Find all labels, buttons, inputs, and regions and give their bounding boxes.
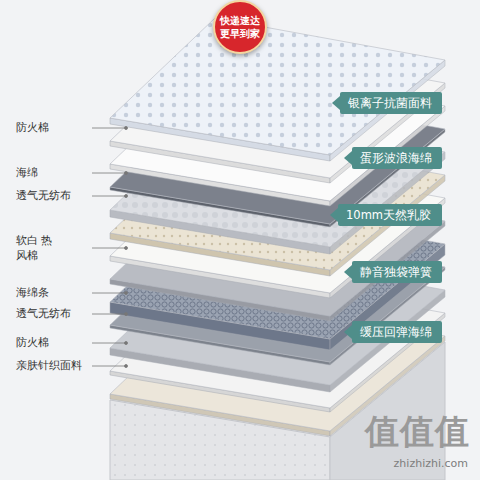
layer-callout: 10mm天然乳胶 [338,204,442,226]
leader-dot [125,247,128,250]
layer-callout: 蛋形波浪海绵 [352,147,442,169]
leader-dot [125,313,128,316]
label-text: zhizhizhi.com [394,457,468,470]
label-text: 海绵条 [16,286,49,298]
leader-dot [125,342,128,345]
label-text: 值值值 [365,411,470,451]
label-text: 透气无纺布 [16,189,71,201]
layer-callout: 静音独袋弹簧 [352,261,442,283]
leader-line [92,314,126,315]
node-text: 缓压回弹海绵 [360,325,432,339]
layer-callout: 缓压回弹海绵 [352,321,442,343]
layer-label: 防火棉 [14,120,51,135]
node-text: 静音独袋弹簧 [360,265,432,279]
node-text: 快递速达 更早到家 [215,14,265,40]
leader-dot [125,292,128,295]
leader-line [92,248,126,249]
leader-line [92,293,126,294]
label-text: 软白 热风棉 [16,234,52,261]
leader-dot [125,172,128,175]
layer-label: 防火棉 [14,335,51,350]
delivery-badge: 快递速达 更早到家 [213,0,267,54]
label-text: 亲肤针织面料 [16,359,82,371]
leader-dot [125,127,128,130]
layer-callout: 银离子抗菌面料 [340,92,442,114]
label-text: 防火棉 [16,336,49,348]
watermark-url: zhizhizhi.com [394,457,468,470]
node-text: 银离子抗菌面料 [348,96,432,110]
layer-label: 透气无纺布 [14,306,73,321]
layer-label: 软白 热风棉 [14,233,58,263]
layer-label: 海绵 [14,165,40,180]
layer-label: 透气无纺布 [14,188,73,203]
layer-label: 海绵条 [14,285,51,300]
leader-line [92,196,126,197]
mattress-layer [110,18,445,161]
leader-dot [125,195,128,198]
leader-line [92,343,126,344]
leader-line [92,366,126,367]
label-text: 防火棉 [16,121,49,133]
node-text: 10mm天然乳胶 [346,208,431,222]
leader-line [92,173,126,174]
watermark: 值值值 [365,409,470,455]
node-text: 蛋形波浪海绵 [360,151,432,165]
leader-line [92,128,126,129]
label-text: 透气无纺布 [16,307,71,319]
label-text: 海绵 [16,166,38,178]
leader-dot [125,365,128,368]
layer-label: 亲肤针织面料 [14,358,84,373]
